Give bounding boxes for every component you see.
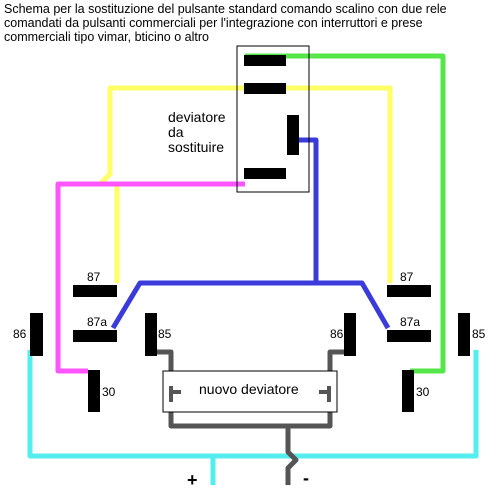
left-relay-label-30: 30 [102, 385, 116, 399]
right-relay-label-30: 30 [416, 385, 430, 399]
old-switch-contact-bottom [244, 168, 286, 179]
wire-green [245, 53, 446, 374]
left-relay-label-86: 86 [13, 327, 27, 341]
title-line-2: comandati da pulsanti commerciali per l'… [4, 16, 423, 30]
left-relay-label-87: 87 [87, 270, 101, 284]
supply-minus-label: - [303, 468, 309, 488]
title-line-3: commerciali tipo vimar, bticino o altro [4, 30, 209, 44]
right-relay-label-85: 85 [472, 327, 486, 341]
old-switch-common [287, 115, 299, 155]
wire-blue-branch [110, 280, 391, 330]
old-switch-label-2: da [168, 124, 184, 140]
left-relay-terminal-87 [73, 285, 117, 297]
supply-plus-label: + [187, 470, 198, 489]
right-relay-terminal-30 [402, 370, 414, 412]
title-line-1: Schema per la sostituzione del pulsante … [4, 2, 447, 16]
wire-gray-left [151, 349, 352, 429]
diagram-title: Schema per la sostituzione del pulsante … [4, 2, 498, 44]
new-switch-label: nuovo deviatore [199, 381, 299, 397]
wire-cyan [27, 350, 479, 459]
left-relay-label-85: 85 [158, 327, 172, 341]
new-switch-contact-left [169, 386, 181, 402]
left-relay-terminal-87a [73, 330, 117, 342]
left-relay-terminal-30 [88, 370, 100, 412]
old-switch-contact-upper [244, 83, 286, 94]
right-relay-terminal-87 [387, 285, 431, 297]
right-relay-label-87: 87 [400, 270, 414, 284]
right-relay-label-86: 86 [330, 327, 344, 341]
right-relay-label-87a: 87a [400, 315, 420, 329]
old-switch-label-3: sostituire [168, 139, 224, 155]
new-switch-box [162, 370, 338, 413]
old-switch-box [236, 45, 310, 193]
wire-gray-minus [285, 426, 299, 485]
old-switch-label-1: deviatore [168, 109, 226, 125]
left-relay-terminal-86 [30, 313, 43, 356]
wire-blue [292, 137, 319, 283]
left-relay-label-87a: 87a [87, 315, 107, 329]
new-switch-contact-right [319, 386, 331, 402]
left-relay-terminal-85 [145, 313, 157, 356]
old-switch-contact-top [244, 55, 286, 66]
right-relay-terminal-87a [387, 330, 431, 342]
wire-magenta [55, 181, 245, 374]
right-relay-terminal-86 [344, 313, 356, 356]
right-relay-terminal-85 [458, 313, 470, 356]
